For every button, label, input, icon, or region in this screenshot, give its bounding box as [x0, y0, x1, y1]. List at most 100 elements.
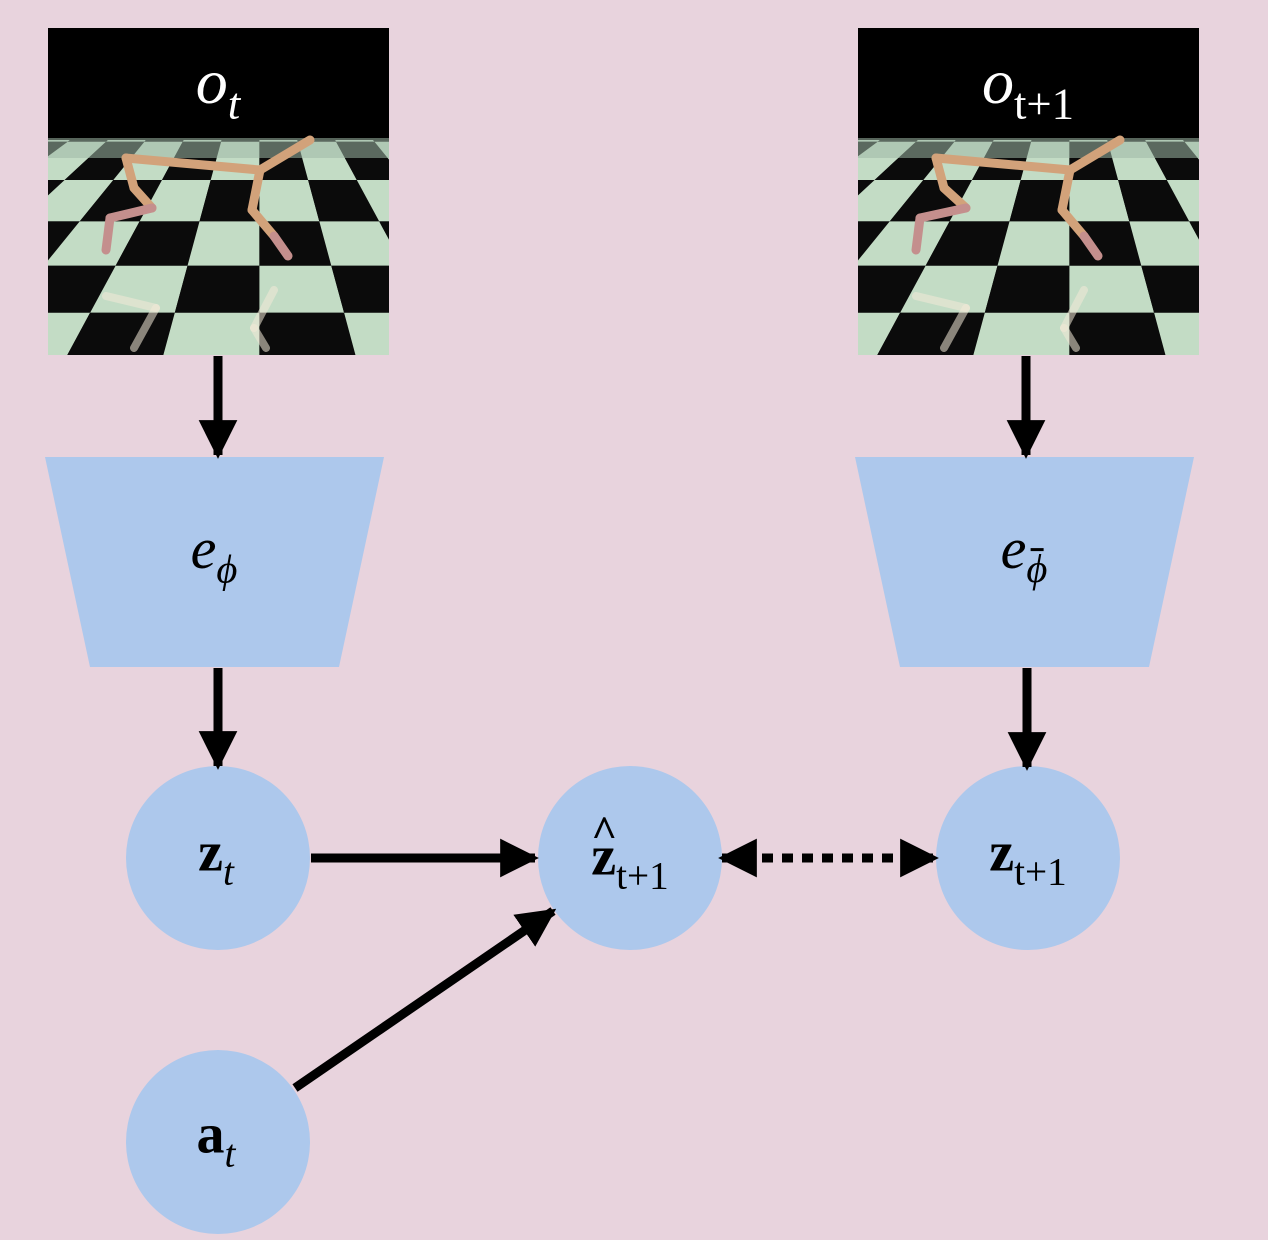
robot-body-segment — [247, 205, 279, 241]
floor-tile — [554, 363, 709, 415]
floor-tile — [429, 313, 554, 363]
floor-tile — [714, 140, 758, 142]
floor-tile — [582, 142, 724, 180]
floor-tile — [174, 265, 260, 313]
floor-tile — [790, 140, 835, 142]
floor-tile — [552, 180, 679, 221]
horizon-haze — [858, 138, 1199, 158]
floor-tile — [1259, 140, 1268, 142]
target-encoder-trapezoid — [855, 457, 1194, 667]
floor-tile — [620, 363, 775, 415]
floor-tile — [0, 180, 16, 221]
floor-tile — [683, 313, 849, 363]
floor-tile — [422, 221, 590, 265]
floor-tile — [1118, 180, 1190, 222]
node-z-t — [126, 766, 310, 950]
robot-leg-segment — [101, 213, 115, 255]
robot-reflection — [940, 304, 970, 352]
floor-tile — [418, 140, 464, 142]
cheetah-robot-icon — [101, 135, 315, 352]
floor-tile — [600, 180, 738, 221]
floor-tile — [163, 312, 260, 355]
robot-reflection — [130, 304, 160, 352]
z-t1-label: zt+1 — [989, 821, 1067, 894]
floor-tile — [1249, 221, 1268, 265]
floor-tile — [676, 140, 720, 142]
floor-tile — [259, 180, 320, 222]
arrow-a-t-to-z-hat — [292, 907, 557, 1092]
floor-tile — [609, 140, 653, 142]
a-t-label: at — [196, 1103, 236, 1176]
robot-body-segment — [1057, 165, 1075, 215]
cheetah-robot-icon — [911, 135, 1125, 352]
floor-tile — [605, 142, 747, 180]
floor-tile — [454, 180, 559, 221]
floor-tile — [383, 313, 562, 363]
floor-tile — [0, 363, 186, 415]
floor-tile — [1264, 180, 1268, 221]
floor-tile — [590, 180, 728, 221]
floor-tile — [396, 363, 579, 415]
floor-tile — [750, 363, 933, 415]
floor-tile — [1221, 140, 1261, 142]
floor-tile — [1194, 266, 1268, 313]
floor-tile — [1154, 312, 1199, 355]
floor-tile — [1129, 221, 1199, 266]
floor-tile — [48, 221, 140, 266]
floor-tile — [0, 266, 44, 313]
floor-tile — [563, 140, 605, 142]
floor-tile — [0, 363, 88, 415]
robot-body-segment — [1057, 205, 1089, 241]
floor-tile — [638, 140, 681, 142]
floor-tile — [652, 363, 821, 415]
floor-tile — [646, 266, 782, 313]
floor-tile — [679, 221, 835, 265]
floor-tile — [733, 363, 874, 415]
observation-frame-t1 — [0, 28, 1268, 415]
floor-tile — [331, 265, 389, 313]
floor-tile — [59, 363, 285, 415]
robot-leg-segment — [105, 203, 157, 223]
floor-tile — [680, 142, 801, 180]
floor-tile — [1069, 180, 1130, 222]
floor-tile — [698, 180, 859, 221]
floor-tile — [566, 221, 710, 265]
floor-tile — [411, 140, 451, 142]
floor-tile — [48, 312, 91, 355]
floor-tile — [1239, 313, 1268, 363]
floor-tile — [171, 363, 382, 415]
floor-tile — [710, 221, 830, 265]
floor-tile — [973, 312, 1070, 355]
floor-tile — [259, 265, 345, 313]
floor-tile — [508, 363, 677, 415]
floor-tile — [35, 363, 162, 415]
floor-tile — [449, 140, 490, 142]
floor-tile — [547, 266, 683, 313]
floor-tile — [403, 266, 513, 313]
floor-tile — [1166, 180, 1199, 222]
obs-t-label: ot — [195, 45, 241, 129]
floor-tile — [534, 142, 686, 180]
floor-tile — [487, 140, 528, 142]
floor-tile — [0, 313, 54, 363]
floor-tile — [724, 140, 766, 142]
floor-tile — [48, 221, 80, 261]
floor-tile — [858, 180, 924, 222]
floor-tile — [562, 266, 710, 313]
floor-tile — [648, 140, 691, 142]
robot-reflection — [102, 292, 160, 312]
floor-tile — [1261, 142, 1268, 180]
floor-tile — [1069, 265, 1155, 313]
node-z-hat-t1 — [538, 766, 722, 950]
floor-tile — [598, 313, 750, 363]
floor-tile — [356, 180, 389, 222]
floor-tile — [1213, 266, 1268, 313]
floor-tile — [199, 180, 260, 222]
floor-tile — [858, 221, 950, 266]
floor-tile — [259, 221, 332, 266]
robot-leg-segment — [1079, 231, 1103, 261]
floor-tile — [0, 221, 20, 265]
floor-tile — [358, 363, 485, 415]
floor-tile — [1216, 180, 1268, 221]
floor-tile — [619, 221, 763, 265]
